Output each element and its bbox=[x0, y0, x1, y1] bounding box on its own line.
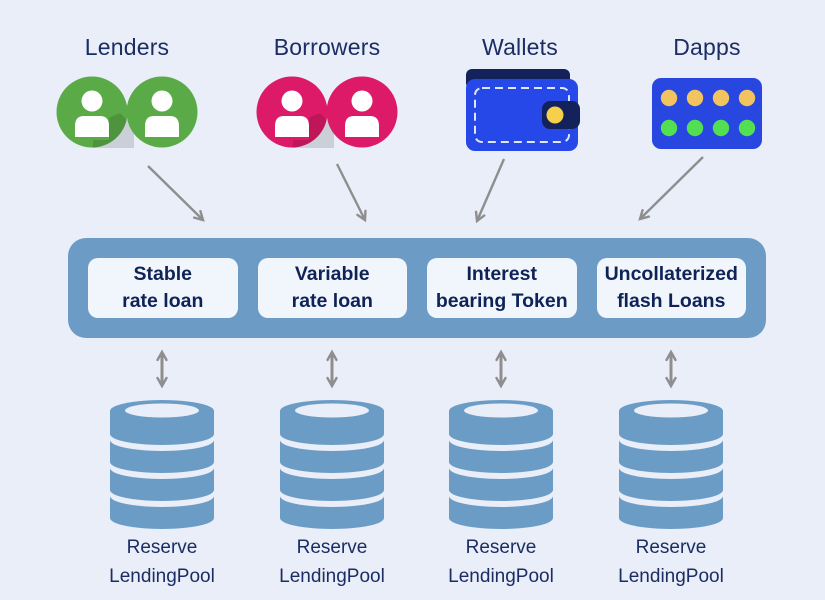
module-stable-rate-loan: Stable rate loan bbox=[88, 258, 238, 318]
users-icon-borrowers bbox=[256, 76, 398, 148]
database-icon bbox=[280, 400, 384, 529]
reserve-label-line1: Reserve bbox=[296, 537, 368, 558]
dapps-label: Dapps bbox=[673, 34, 741, 60]
module-text-line1: Stable bbox=[133, 263, 193, 286]
reserve-label-line2: LendingPool bbox=[279, 565, 385, 587]
reserve-label-line2: LendingPool bbox=[618, 565, 724, 587]
module-text-line2: bearing Token bbox=[435, 290, 568, 312]
wallet-icon bbox=[466, 69, 580, 151]
lenders-label: Lenders bbox=[84, 34, 170, 60]
wallets-label: Wallets bbox=[482, 34, 558, 60]
module-uncollaterized-flash-loans: Uncollaterized flash Loans bbox=[596, 258, 746, 318]
borrowers-label: Borrowers bbox=[273, 34, 381, 60]
lending-pool-bar: Stable rate loan Variable rate loan Inte… bbox=[68, 238, 766, 338]
module-text-line1: Variable bbox=[294, 263, 370, 286]
dapps-icon bbox=[652, 78, 762, 149]
reserve-label-line1: Reserve bbox=[465, 537, 537, 558]
arrow-lenders-to-pool bbox=[147, 165, 205, 222]
reserve-lendingpool-label: Reserve LendingPool bbox=[411, 534, 591, 591]
module-interest-bearing-token: Interest bearing Token bbox=[427, 258, 577, 318]
reserve-lendingpool-label: Reserve LendingPool bbox=[72, 534, 252, 591]
database-icon bbox=[449, 400, 553, 529]
module-text-line2: flash Loans bbox=[617, 290, 726, 312]
reserve-lendingpool-label: Reserve LendingPool bbox=[581, 534, 761, 591]
arrow-wallets-to-pool bbox=[474, 158, 506, 224]
users-icon-lenders bbox=[56, 76, 198, 148]
arrow-borrowers-to-pool bbox=[335, 163, 367, 223]
module-text-line2: rate loan bbox=[122, 290, 204, 312]
module-text-line1: Uncollaterized bbox=[604, 263, 738, 286]
reserve-label-line1: Reserve bbox=[635, 537, 707, 558]
arrow-dapps-to-pool bbox=[638, 156, 704, 221]
module-text-line2: rate loan bbox=[291, 290, 373, 312]
database-icon bbox=[619, 400, 723, 529]
reserve-label-line1: Reserve bbox=[126, 537, 198, 558]
database-icon bbox=[110, 400, 214, 529]
module-variable-rate-loan: Variable rate loan bbox=[257, 258, 407, 318]
reserve-lendingpool-label: Reserve LendingPool bbox=[242, 534, 422, 591]
reserve-label-line2: LendingPool bbox=[448, 565, 554, 587]
reserve-label-line2: LendingPool bbox=[109, 565, 215, 587]
module-text-line1: Interest bbox=[466, 263, 537, 286]
